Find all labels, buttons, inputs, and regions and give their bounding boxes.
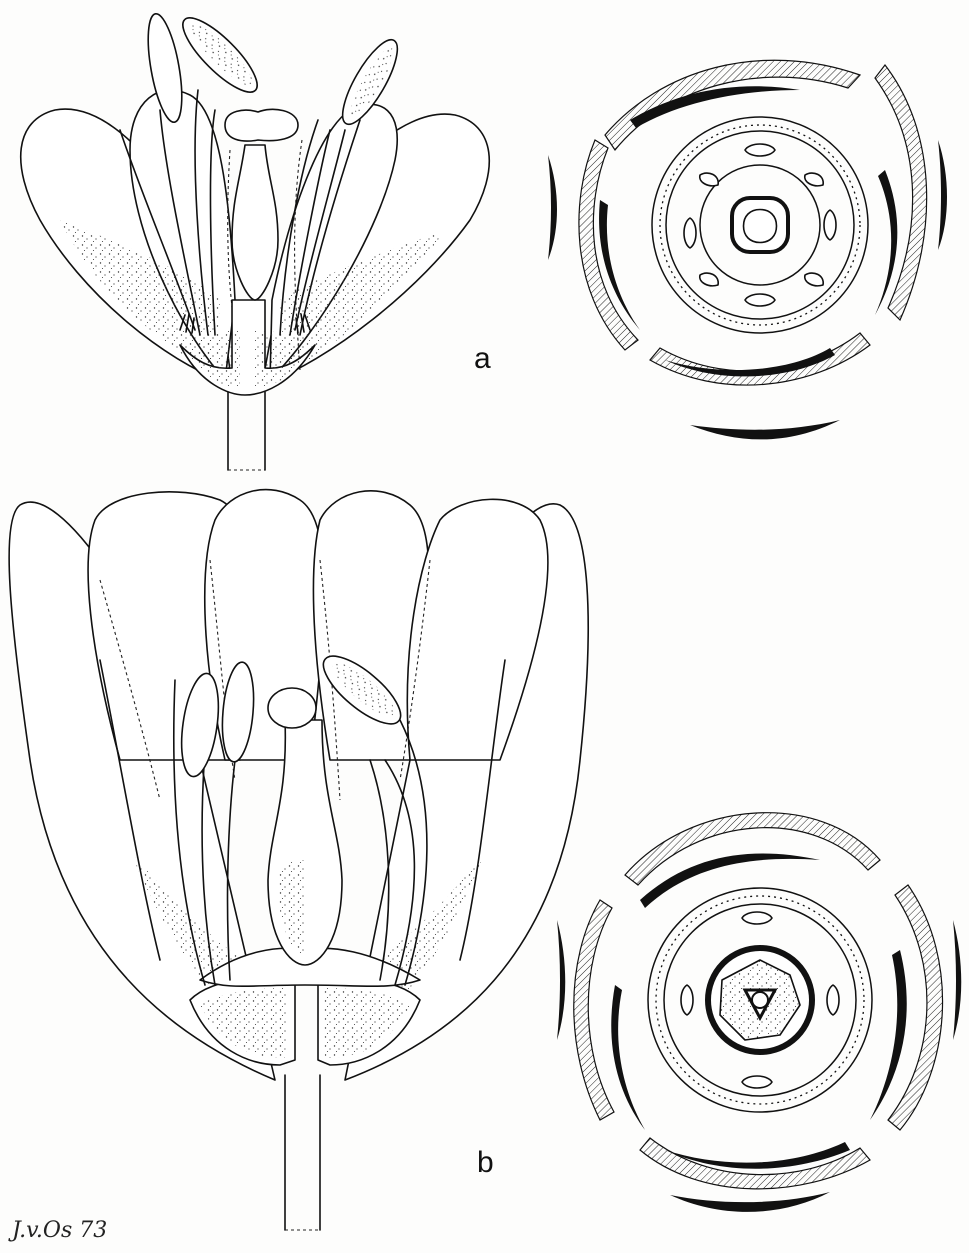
flower-b-stigma [268,688,316,728]
bract [690,420,840,439]
panel-label-a: a [474,342,491,376]
artist-signature: J.v.Os 73 [12,1218,107,1243]
floral-diagram-a [548,60,947,439]
flower-a-stigma [225,109,298,141]
panel-label-b: b [477,1146,494,1180]
bracteole-left [548,155,557,260]
bracteole-right [938,140,947,250]
bract [670,1192,830,1212]
flower-a-pistil [232,145,278,300]
bracteole-left [557,920,565,1040]
flower-a-section [21,8,490,470]
flower-b-pedicel [285,1075,320,1230]
flower-a-pedicel [228,392,265,470]
bracteole-right [953,920,961,1040]
flower-b-section [9,490,588,1230]
floral-diagram-b [557,813,961,1212]
